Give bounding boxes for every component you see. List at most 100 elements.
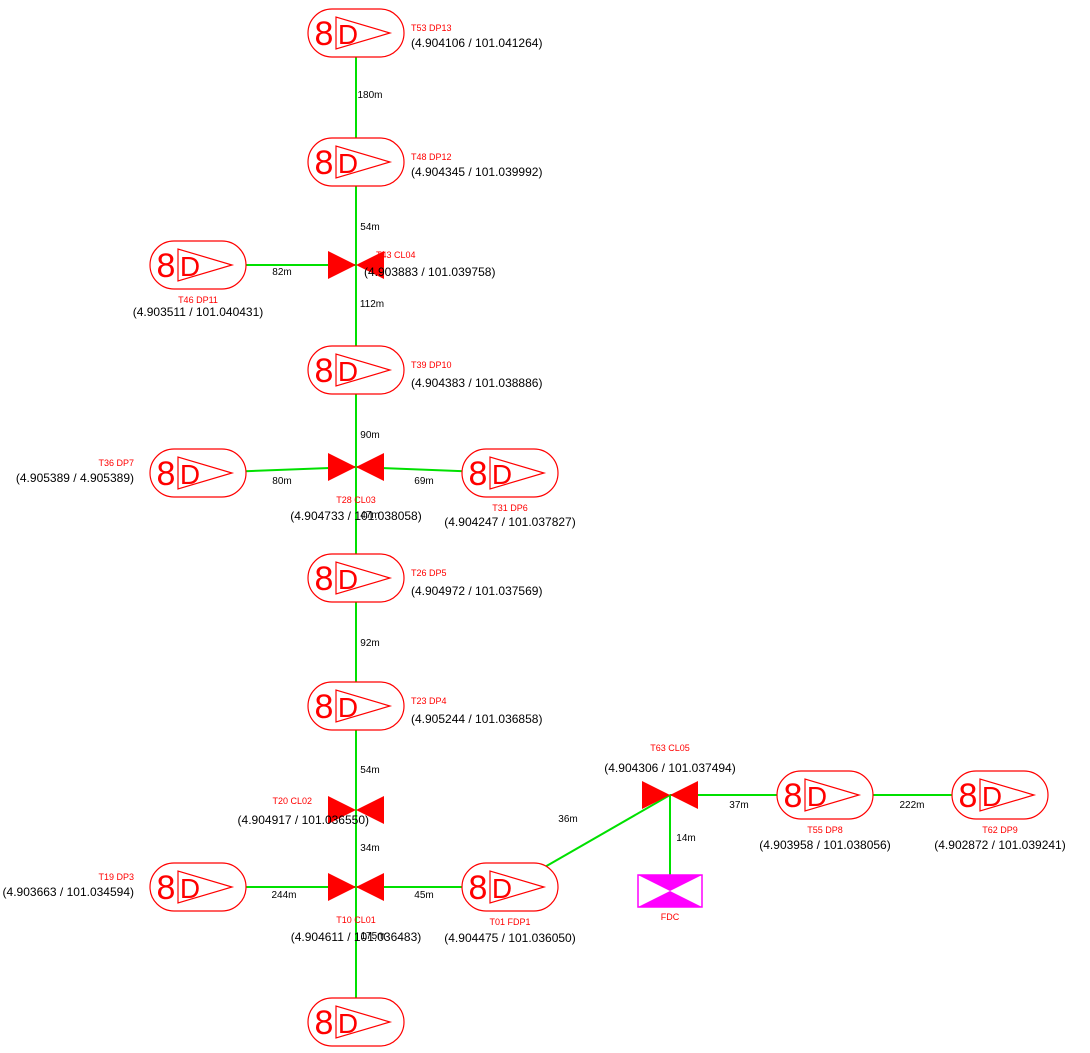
node-name-label: T19 DP3 — [98, 872, 134, 882]
distribution-point-icon — [149, 240, 247, 290]
valve-right-triangle-icon — [356, 796, 384, 824]
node-coordinates-label: (4.904247 / 101.037827) — [444, 515, 575, 529]
valve-left-triangle-icon — [642, 781, 670, 809]
dp-symbol-eight-glyph: 8 — [315, 560, 334, 598]
node-t09: 8DT09 DP2(4.902964 / 101.036453) — [307, 997, 405, 1053]
dp-triangle-icon — [177, 248, 235, 282]
dp-symbol-d-glyph: D — [338, 19, 358, 50]
pipe-length-label: 37m — [729, 800, 748, 811]
node-name-label: T20 CL02 — [272, 796, 312, 806]
node-name-label: T62 DP9 — [982, 825, 1018, 835]
valve-left-triangle-icon — [328, 796, 356, 824]
node-name-label: T43 CL04 — [376, 250, 416, 260]
distribution-point-icon — [461, 862, 559, 912]
node-t63: T63 CL05 (4.904306 / 101.037494) — [604, 743, 736, 809]
node-t10: T10 CL01 (4.904611 / 101.036483) — [291, 873, 422, 944]
dp-symbol-eight-glyph: 8 — [469, 869, 488, 907]
dp-triangle-icon — [489, 456, 547, 490]
pipe-length-label: 175m — [360, 931, 385, 942]
dp-symbol-d-glyph: D — [338, 564, 358, 595]
node-name-label: T55 DP8 — [807, 825, 843, 835]
distribution-point-icon — [307, 345, 405, 395]
dp-triangle-icon — [335, 353, 393, 387]
dp-symbol-d-glyph: D — [180, 251, 200, 282]
pipe-length-label: 112m — [360, 299, 384, 310]
pipe-length-label: 82m — [272, 267, 291, 278]
dp-symbol-d-glyph: D — [807, 781, 827, 812]
node-fdc: FDC — [637, 874, 703, 922]
node-coordinates-label: (4.904306 / 101.037494) — [604, 761, 735, 775]
dp-triangle-icon — [335, 689, 393, 723]
dp-symbol-d-glyph: D — [180, 873, 200, 904]
dp-triangle-icon — [177, 870, 235, 904]
distribution-point-icon — [149, 862, 247, 912]
dp-symbol-eight-glyph: 8 — [315, 352, 334, 390]
node-name-label: T46 DP11 — [178, 295, 218, 305]
distribution-point-icon — [776, 770, 874, 820]
node-coordinates-label: (4.904917 / 101.036550) — [238, 813, 369, 827]
node-name-label: T31 DP6 — [492, 503, 528, 513]
dp-triangle-icon — [335, 16, 393, 50]
node-name-label: T23 DP4 — [411, 696, 447, 706]
pipe-length-label: 80m — [272, 476, 291, 487]
fdc-bottom-triangle-icon — [638, 891, 702, 907]
node-name-label: T28 CL03 — [336, 495, 376, 505]
node-name-label: T48 DP12 — [411, 152, 452, 162]
dp-symbol-d-glyph: D — [338, 1008, 358, 1039]
node-name-label: T39 DP10 — [411, 360, 452, 370]
dp-triangle-icon — [335, 561, 393, 595]
pipe-length-label: 47m — [360, 510, 379, 521]
dp-symbol-eight-glyph: 8 — [315, 144, 334, 182]
valve-right-triangle-icon — [670, 781, 698, 809]
dp-triangle-icon — [804, 778, 862, 812]
node-coordinates-label: (4.904383 / 101.038886) — [411, 376, 542, 390]
pipe-length-label: 36m — [558, 814, 577, 825]
pipe-length-label: 54m — [360, 765, 379, 776]
node-coordinates-label: (4.903511 / 101.040431) — [133, 305, 264, 319]
dp-symbol-eight-glyph: 8 — [315, 688, 334, 726]
dp-triangle-icon — [979, 778, 1037, 812]
node-t43: T43 CL04(4.903883 / 101.039758) — [328, 250, 495, 279]
pipe-length-label: 14m — [676, 833, 695, 844]
distribution-point-icon — [461, 448, 559, 498]
node-name-label: T10 CL01 — [336, 915, 376, 925]
valve-right-triangle-icon — [356, 453, 384, 481]
dp-symbol-d-glyph: D — [338, 692, 358, 723]
dp-symbol-d-glyph: D — [492, 459, 512, 490]
dp-symbol-d-glyph: D — [338, 148, 358, 179]
dp-symbol-eight-glyph: 8 — [157, 455, 176, 493]
dp-symbol-eight-glyph: 8 — [469, 455, 488, 493]
distribution-point-icon — [307, 553, 405, 603]
node-name-label: T53 DP13 — [411, 23, 452, 33]
distribution-point-icon — [307, 681, 405, 731]
dp-symbol-d-glyph: D — [982, 781, 1002, 812]
distribution-point-icon — [307, 997, 405, 1047]
dp-symbol-eight-glyph: 8 — [157, 247, 176, 285]
valve-left-triangle-icon — [328, 873, 356, 901]
dp-symbol-d-glyph: D — [180, 459, 200, 490]
distribution-point-icon — [149, 448, 247, 498]
node-name-label: T63 CL05 — [650, 743, 690, 753]
node-coordinates-label: (4.905244 / 101.036858) — [411, 712, 542, 726]
node-coordinates-label: (4.905389 / 4.905389) — [16, 471, 134, 485]
dp-triangle-icon — [177, 456, 235, 490]
node-coordinates-label: (4.904611 / 101.036483) — [291, 930, 422, 944]
valve-left-triangle-icon — [328, 251, 356, 279]
valve-right-triangle-icon — [356, 873, 384, 901]
dp-symbol-eight-glyph: 8 — [959, 777, 978, 815]
node-name-label: FDC — [661, 912, 680, 922]
distribution-point-icon — [307, 8, 405, 58]
node-coordinates-label: (4.904972 / 101.037569) — [411, 584, 542, 598]
pipe-length-label: 90m — [360, 430, 379, 441]
valve-left-triangle-icon — [328, 453, 356, 481]
